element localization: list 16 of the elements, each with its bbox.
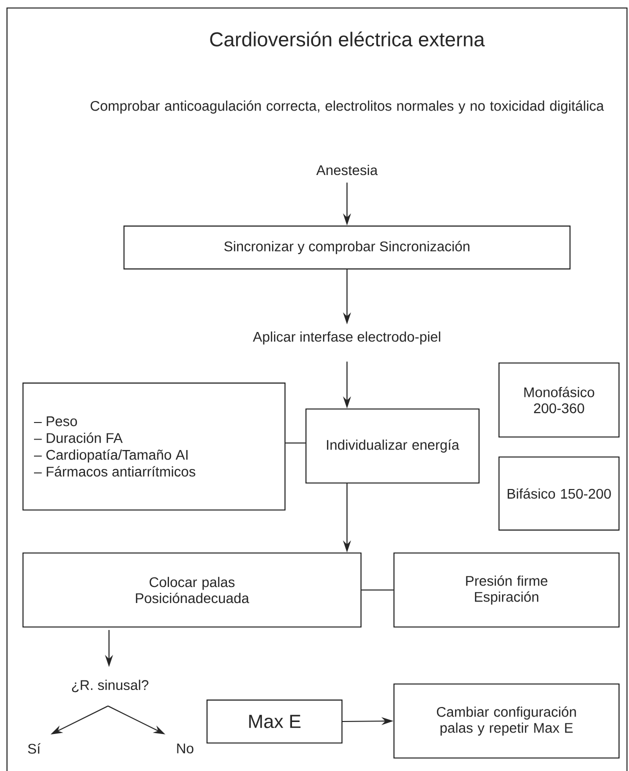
step-text: Anestesia [316, 164, 378, 176]
note-text: Comprobar anticoagulación correcta, electrolitos normales y no toxicidad digitálica [90, 100, 604, 114]
process-box: Cambiar configuración palas y repetir Max E [393, 683, 620, 759]
answer-text: Sí [28, 743, 41, 754]
step-text: Aplicar interfase electrodo-piel [252, 331, 440, 345]
process-box: Colocar palas Posiciónadecuada [22, 552, 362, 628]
answer-text: No [177, 744, 194, 754]
process-box: Max E [206, 700, 342, 744]
process-box: Presión firme Espiración [393, 552, 620, 628]
process-box: Monofásico 200-360 [498, 362, 620, 438]
title: Cardioversión eléctrica externa [210, 32, 485, 46]
question-text: ¿R. sinusal? [72, 680, 148, 692]
process-box: Bifásico 150-200 [498, 456, 620, 531]
process-box: – Peso – Duración FA – Cardiopatía/Tamaño AI – Fármacos antiarrítmicos [22, 382, 286, 510]
process-box: Individualizar energía [305, 408, 480, 484]
process-box: Sincronizar y comprobar Sincronización [123, 226, 571, 270]
